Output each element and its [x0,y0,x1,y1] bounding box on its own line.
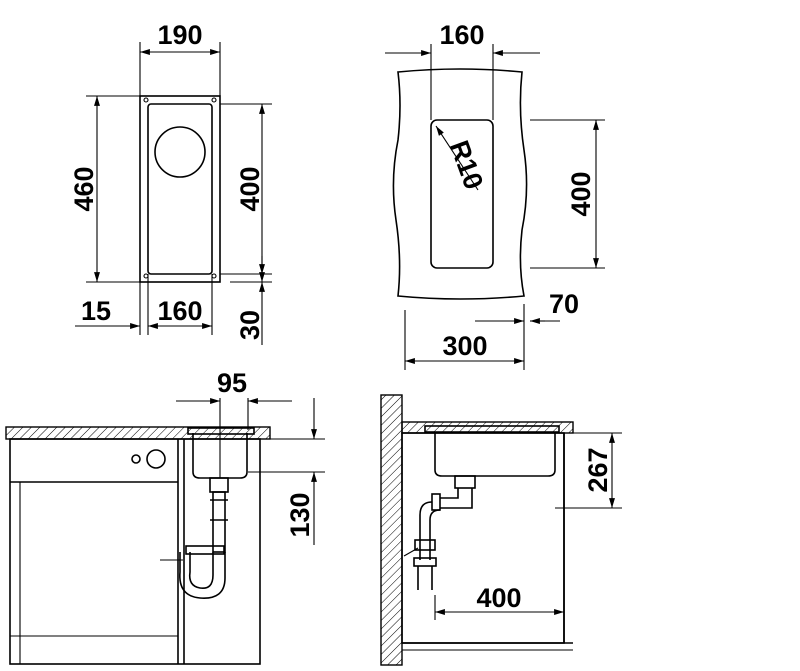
corner-hole [143,97,149,103]
dim-400-side: 400 [476,583,521,613]
side-view: 267 400 [380,394,622,666]
worktop-cutout-outline [392,68,528,300]
sink-top-view: 190 460 400 30 15 160 [69,20,272,345]
siphon-trap [179,552,226,599]
sink-bowl-side [434,432,556,477]
dim-190: 190 [157,20,202,50]
trap-side [417,566,433,590]
dim-15: 15 [81,296,111,326]
front-view: 95 130 [5,368,325,665]
wall [380,394,403,666]
outlet-elbow [440,488,473,509]
dim-130: 130 [285,492,315,537]
dim-460: 460 [69,166,99,211]
dim-95: 95 [217,368,247,398]
dim-160-cutout: 160 [439,20,484,50]
cutout-opening [430,119,494,269]
sink-outer-outline [139,95,221,283]
sink-bowl-outline [147,103,213,275]
control-knob-large [146,449,166,469]
cabinet [9,438,261,665]
sink-mount-hole [154,126,206,178]
corner-hole [211,273,217,279]
corner-hole [143,273,149,279]
dim-160: 160 [157,296,202,326]
corner-hole [211,97,217,103]
control-knob [131,454,141,464]
dim-400: 400 [235,166,265,211]
dim-300: 300 [442,331,487,361]
dim-30: 30 [235,310,265,340]
waste-outlet [209,477,229,493]
dim-267: 267 [583,447,613,492]
dim-400-cutout: 400 [566,171,596,216]
dim-70: 70 [549,289,579,319]
cutout-view: 160 R10 400 300 70 [385,20,605,370]
dim-r10: R10 [444,137,489,194]
